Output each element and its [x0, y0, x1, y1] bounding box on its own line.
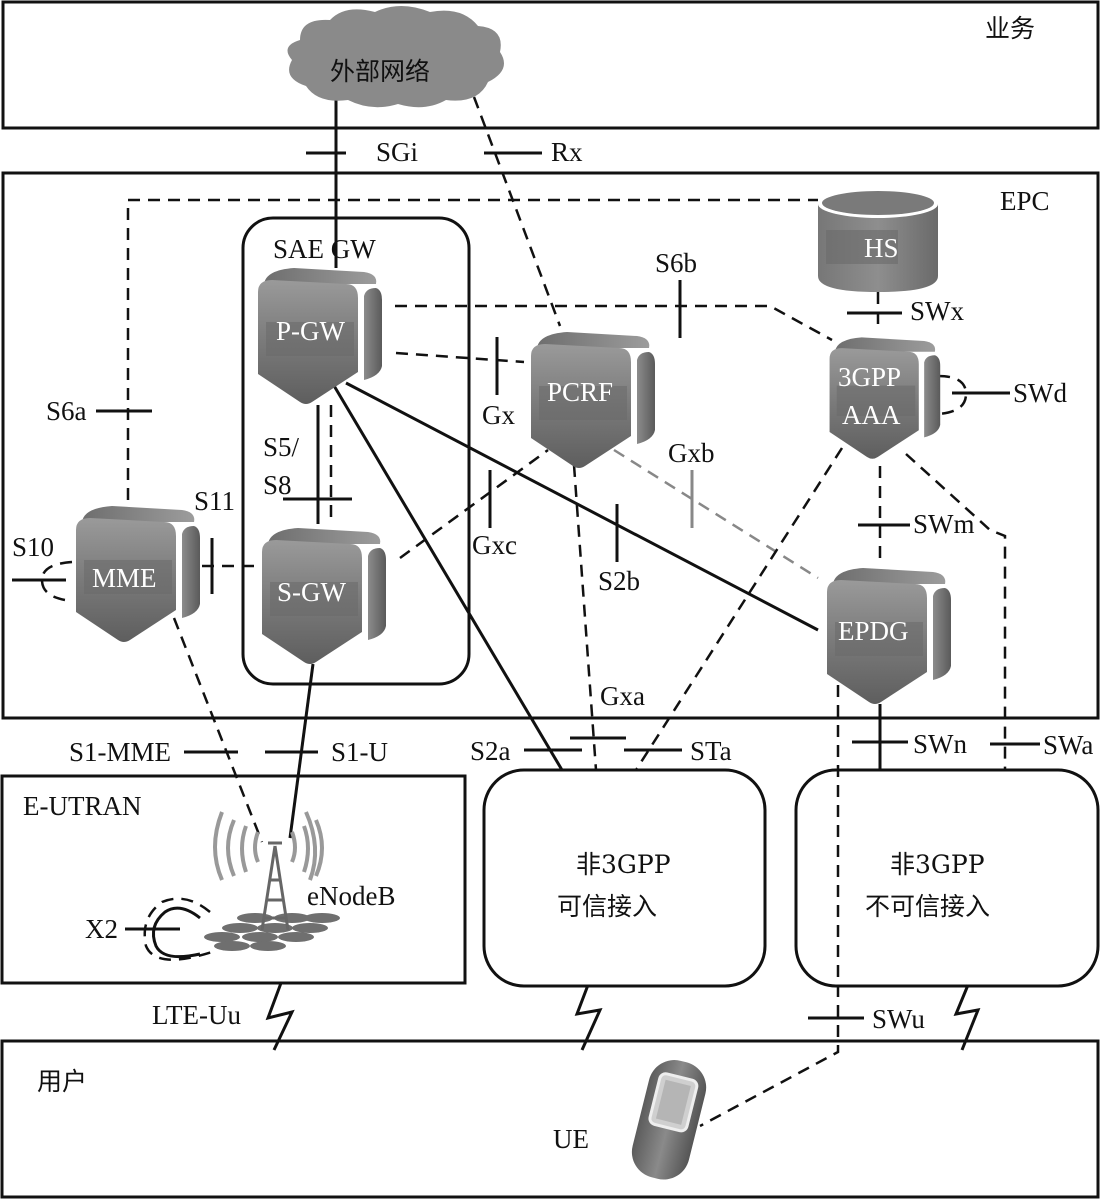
lte-uu-radio-link: [265, 982, 295, 1051]
swd-label: SWd: [1013, 378, 1068, 408]
s6a-label: S6a: [46, 396, 87, 426]
trusted-non3gpp-line2: 可信接入: [557, 892, 657, 921]
aaa-label-line2: AAA: [842, 400, 901, 430]
aaa-node: 3GPP AAA: [829, 337, 941, 459]
hss-database: HS: [818, 190, 938, 292]
epc-domain-label: EPC: [1000, 186, 1050, 216]
hex-cell-grid: [204, 913, 340, 951]
s1-mme-link: [172, 617, 264, 843]
swu-label: SWu: [872, 1004, 925, 1034]
s2a-label: S2a: [470, 736, 511, 766]
s8-label: S8: [263, 470, 292, 500]
untrusted-non3gpp-line2: 不可信接入: [865, 892, 990, 921]
sgi-label: SGi: [376, 137, 418, 167]
eutran-domain-label: E-UTRAN: [23, 791, 141, 821]
x2-loop-dashed: [143, 897, 213, 961]
mme-label: MME: [92, 563, 157, 593]
pcrf-node: PCRF: [531, 332, 655, 468]
s2b-label: S2b: [598, 566, 640, 596]
antenna-mast: [260, 841, 290, 931]
gxb-link: [613, 448, 819, 580]
external-network-label: 外部网络: [330, 57, 430, 86]
swu-link: [699, 685, 840, 1128]
sta-label: STa: [690, 736, 732, 766]
eutran-domain-frame: [0, 774, 467, 985]
gx-link: [395, 351, 525, 364]
trusted-radio-link: [574, 984, 603, 1051]
s10-label: S10: [12, 532, 54, 562]
swa-label: SWa: [1043, 730, 1093, 760]
sgw-label: S-GW: [277, 577, 347, 607]
trusted-non3gpp-access-box: [482, 768, 767, 988]
s6b-link: [395, 304, 833, 342]
lte-uu-label: LTE-Uu: [152, 1000, 241, 1030]
service-domain-frame: [1, 0, 1100, 130]
gxa-link: [572, 464, 598, 771]
sae-gw-label: SAE GW: [273, 234, 376, 264]
s1-u-label: S1-U: [331, 737, 388, 767]
sae-gw-group: [241, 216, 471, 686]
rx-label: Rx: [551, 137, 583, 167]
ue-label: UE: [553, 1124, 589, 1154]
x2-label: X2: [85, 914, 118, 944]
service-domain-label: 业务: [985, 14, 1035, 43]
pgw-label: P-GW: [276, 316, 346, 346]
epdg-label: EPDG: [838, 616, 909, 646]
swa-link: [905, 453, 1007, 770]
swn-label: SWn: [913, 729, 968, 759]
swd-loop: [937, 374, 968, 416]
sta-link: [634, 447, 844, 771]
untrusted-radio-link: [953, 984, 981, 1051]
gxb-label: Gxb: [668, 438, 715, 468]
pcrf-label: PCRF: [547, 377, 613, 407]
gxc-label: Gxc: [472, 530, 517, 560]
pgw-node: P-GW: [258, 268, 382, 404]
enodeb-label: eNodeB: [307, 881, 395, 911]
radio-waves: [213, 811, 324, 881]
s6a-link: [126, 198, 818, 500]
s5-label: S5/: [263, 432, 300, 462]
swx-label: SWx: [910, 296, 965, 326]
epdg-node: EPDG: [827, 568, 951, 704]
user-domain-frame: [0, 1039, 1100, 1199]
hss-label: HS: [864, 233, 899, 263]
s1-mme-label: S1-MME: [69, 737, 171, 767]
external-network-cloud: 外部网络: [287, 6, 504, 108]
sgw-node: S-GW: [262, 528, 386, 664]
s6b-label: S6b: [655, 248, 697, 278]
ue-phone: [631, 1060, 707, 1180]
untrusted-non3gpp-line1: 非3GPP: [890, 850, 985, 879]
s2b-link: [345, 381, 819, 632]
trusted-non3gpp-line1: 非3GPP: [576, 850, 671, 879]
enodeb-tower: eNodeB: [204, 811, 395, 951]
x2-loop-solid: [152, 906, 201, 959]
aaa-label-line1: 3GPP: [838, 362, 901, 392]
user-domain-label: 用户: [37, 1067, 87, 1096]
s11-label: S11: [194, 486, 235, 516]
untrusted-non3gpp-access-box: [794, 768, 1100, 988]
rx-link: [472, 96, 562, 327]
s10-loop: [40, 560, 73, 603]
epc-domain-frame: [1, 171, 1100, 720]
gxa-label: Gxa: [600, 681, 645, 711]
mme-node: MME: [76, 506, 200, 642]
gx-label: Gx: [482, 400, 515, 430]
s2a-link: [331, 383, 564, 771]
swm-label: SWm: [913, 509, 975, 539]
